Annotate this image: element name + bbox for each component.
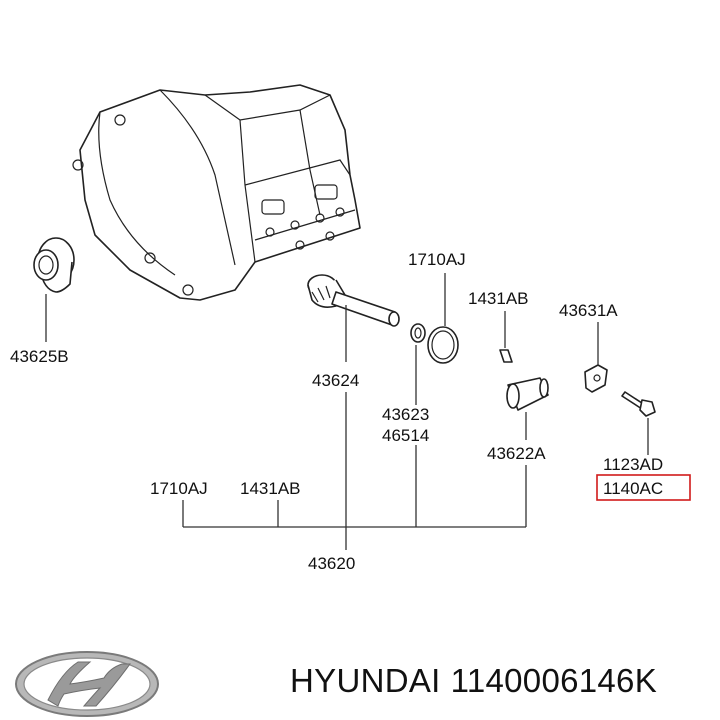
label-1431ab-top: 1431AB <box>468 289 529 308</box>
label-1710aj-top: 1710AJ <box>408 250 466 269</box>
pin-1431ab <box>499 349 513 363</box>
label-43620: 43620 <box>308 554 355 573</box>
label-1140ac: 1140AC <box>603 479 663 498</box>
label-43631a: 43631A <box>559 301 618 320</box>
plate-43631a <box>584 364 608 393</box>
label-46514: 46514 <box>382 426 429 445</box>
sleeve-43622a <box>506 377 549 411</box>
o-ring-1710aj <box>427 326 459 364</box>
part-number: 1140006146K <box>450 662 658 699</box>
label-43623: 43623 <box>382 405 429 424</box>
shaft-gear-43624 <box>307 274 400 327</box>
hyundai-logo <box>15 651 159 717</box>
label-1123ad: 1123AD <box>603 455 663 474</box>
label-1431ab-bottom: 1431AB <box>240 479 301 498</box>
label-43622a: 43622A <box>487 444 546 463</box>
label-43624: 43624 <box>312 371 359 390</box>
brand-name: HYUNDAI <box>290 662 441 699</box>
label-1710aj-bottom: 1710AJ <box>150 479 208 498</box>
bushing-43625b <box>33 237 75 293</box>
ring-43623 <box>410 323 426 343</box>
bolt-1140ac <box>621 391 656 417</box>
highlight-box-1140ac <box>596 474 691 501</box>
transmission-housing <box>72 84 361 301</box>
label-43625b: 43625B <box>10 347 69 366</box>
